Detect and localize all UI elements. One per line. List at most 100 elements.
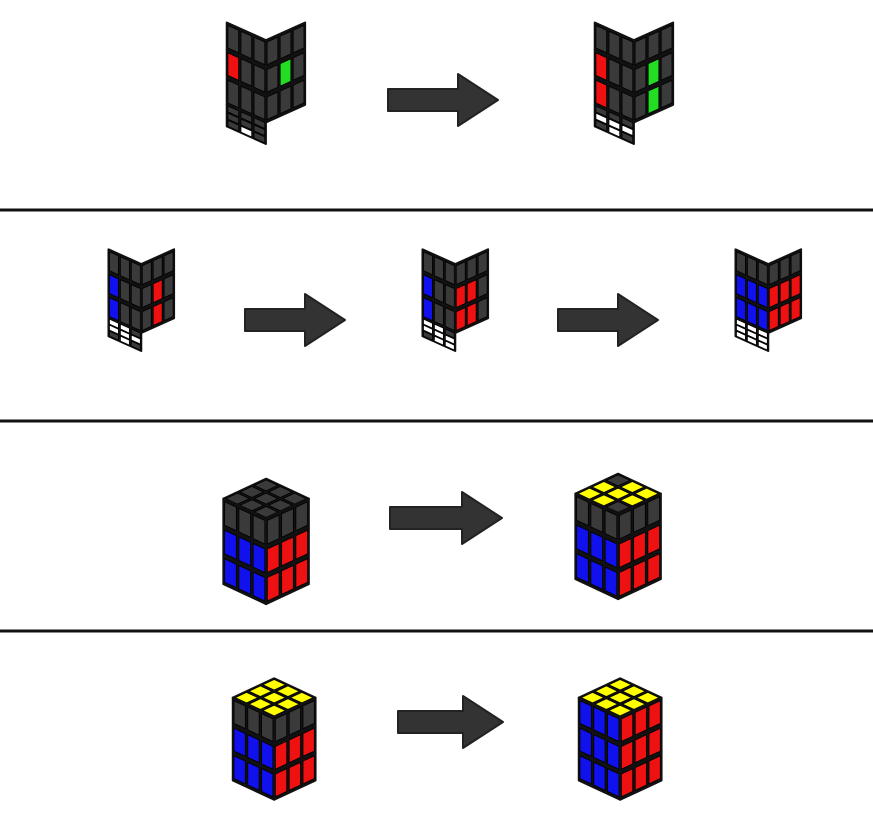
sticker (295, 558, 308, 589)
sticker (757, 284, 768, 308)
sticker (266, 64, 279, 93)
sticker (163, 274, 174, 299)
sticker (233, 755, 246, 785)
sticker (648, 755, 661, 785)
sticker (444, 284, 455, 308)
sticker (262, 704, 286, 717)
sticker (660, 25, 673, 54)
sticker (292, 25, 305, 54)
sticker (621, 768, 634, 798)
sticker (268, 486, 293, 498)
sticker (757, 261, 768, 285)
sticker (109, 251, 119, 276)
sticker (595, 119, 608, 132)
sticker (634, 487, 659, 500)
sticker (275, 768, 288, 798)
sticker (757, 328, 768, 339)
sticker (606, 474, 631, 487)
step-row (107, 248, 803, 352)
sticker (618, 566, 632, 597)
sticker (608, 125, 621, 138)
sticker (455, 284, 466, 308)
sticker (593, 706, 606, 736)
sticker (604, 538, 618, 568)
cube-right-face (617, 492, 662, 601)
sticker (466, 302, 477, 326)
sticker (275, 713, 288, 742)
step-rows (107, 21, 803, 801)
sticker (302, 700, 315, 730)
sticker (621, 117, 634, 129)
sticker (227, 79, 240, 109)
sticker (746, 335, 757, 346)
sticker (736, 297, 746, 322)
sticker (768, 307, 779, 331)
sticker (444, 340, 455, 351)
sticker (224, 529, 237, 560)
sticker (604, 509, 618, 540)
sticker (607, 768, 620, 798)
sticker (736, 324, 746, 335)
sticker (608, 85, 621, 114)
sticker (757, 307, 768, 331)
sticker (590, 560, 603, 590)
sticker (295, 501, 308, 532)
sticker (119, 302, 130, 326)
sticker (768, 284, 779, 308)
sticker (130, 340, 141, 351)
arrow-right-icon (397, 695, 504, 749)
sticker (141, 261, 152, 285)
sticker (233, 700, 246, 730)
arrow-right-icon (387, 73, 499, 127)
sticker (224, 558, 237, 589)
sticker (282, 492, 307, 505)
sticker (466, 279, 477, 303)
sticker (423, 330, 433, 341)
sticker (621, 131, 634, 144)
sticker (292, 79, 305, 109)
sticker (607, 713, 620, 742)
sticker (455, 307, 466, 331)
sticker (268, 499, 293, 512)
sticker (288, 761, 301, 791)
cube-right-face (632, 21, 675, 124)
rubiks-cube (421, 248, 490, 352)
cube-right-face (273, 696, 317, 801)
sticker (618, 538, 632, 568)
sticker (604, 566, 618, 597)
sticker (433, 279, 444, 303)
sticker (119, 256, 130, 281)
sticker (290, 691, 314, 704)
sticker (736, 274, 746, 299)
sticker (253, 131, 266, 144)
sticker (266, 514, 280, 545)
sticker (253, 124, 266, 137)
sticker (779, 256, 790, 281)
sticker (736, 251, 746, 276)
rubiks-cube (231, 677, 317, 801)
sticker (591, 494, 616, 507)
sticker (757, 340, 768, 351)
sticker (595, 105, 608, 118)
cube-left-face (577, 696, 622, 801)
sticker (248, 685, 273, 697)
sticker (247, 734, 260, 764)
sticker (433, 323, 444, 334)
sticker (620, 494, 645, 507)
sticker (608, 58, 621, 87)
sticker (790, 274, 801, 299)
rubiks-cube (734, 248, 803, 352)
sticker (590, 503, 603, 533)
sticker (746, 329, 757, 340)
row-dividers (0, 208, 873, 633)
sticker (130, 284, 141, 308)
cube-right-face (140, 248, 176, 334)
sticker (593, 761, 606, 791)
sticker (660, 52, 673, 81)
sticker (279, 30, 292, 60)
sticker (647, 85, 660, 114)
sticker (790, 297, 801, 322)
sticker (163, 251, 174, 276)
sticker (292, 52, 305, 81)
sticker (444, 261, 455, 285)
